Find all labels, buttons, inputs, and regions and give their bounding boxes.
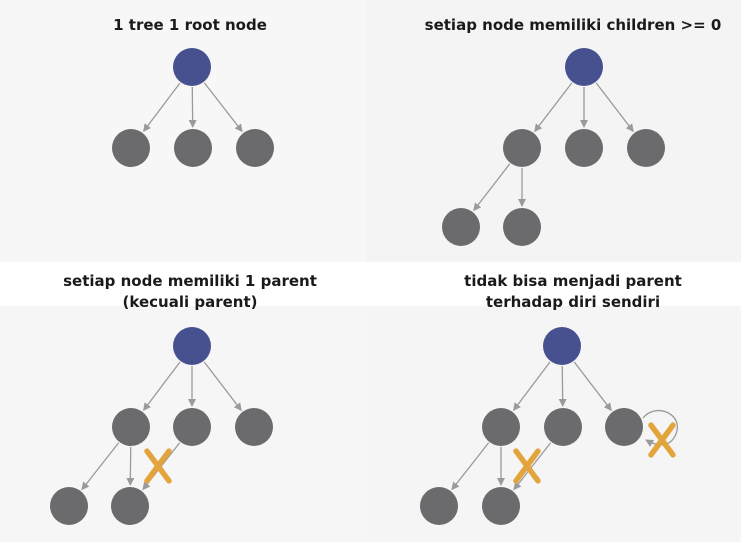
child-node [236, 129, 274, 167]
root-node [173, 48, 211, 86]
caption-no-self-parent: tidak bisa menjadi parent terhadap diri … [418, 271, 728, 313]
child-node [503, 129, 541, 167]
child-node [235, 408, 273, 446]
edge-root-to-child [595, 82, 634, 133]
forbidden-cross-stroke [648, 422, 676, 458]
edge-child-to-grandchild [81, 442, 120, 491]
caption-single-parent: setiap node memiliki 1 parent (kecuali p… [40, 271, 340, 313]
child-node [112, 129, 150, 167]
grandchild-node [420, 487, 458, 525]
caption-single-parent-line-1: setiap node memiliki 1 parent [63, 272, 317, 290]
forbidden-x-icon [144, 448, 172, 484]
child-node [482, 408, 520, 446]
root-node [565, 48, 603, 86]
panel-tree-root-bg [0, 0, 366, 262]
grandchild-node [482, 487, 520, 525]
edge-root-to-child [143, 82, 181, 133]
grandchild-node [442, 208, 480, 246]
edge-root-to-child [573, 361, 612, 412]
child-node [174, 129, 212, 167]
forbidden-x-icon [513, 448, 541, 484]
child-node [112, 408, 150, 446]
forbidden-x-icon [648, 422, 676, 458]
edge-child-to-grandchild [451, 442, 490, 491]
panel-children-count-bg [366, 0, 741, 262]
caption-no-self-parent-line-1: tidak bisa menjadi parent [464, 272, 682, 290]
caption-tree-root-line-1: 1 tree 1 root node [113, 16, 267, 34]
grandchild-node [50, 487, 88, 525]
edge-root-to-child [534, 82, 573, 133]
caption-no-self-parent-line-2: terhadap diri sendiri [485, 293, 661, 311]
child-node [605, 408, 643, 446]
edge-root-to-child [143, 361, 181, 412]
grandchild-node [111, 487, 149, 525]
edge-child-to-grandchild [473, 163, 511, 212]
child-node [627, 129, 665, 167]
child-node [565, 129, 603, 167]
caption-children-count-line-1: setiap node memiliki children >= 0 [424, 16, 722, 34]
caption-tree-root: 1 tree 1 root node [40, 15, 340, 36]
caption-single-parent-line-2: (kecuali parent) [122, 293, 258, 311]
edge-root-to-child [513, 361, 551, 412]
forbidden-cross-stroke [513, 448, 541, 484]
edge-invalid-second-parent [513, 442, 552, 491]
root-node [173, 327, 211, 365]
caption-children-count: setiap node memiliki children >= 0 [418, 15, 728, 36]
edge-root-to-child [203, 82, 243, 133]
child-node [173, 408, 211, 446]
grandchild-node [503, 208, 541, 246]
root-node [543, 327, 581, 365]
edge-root-to-child [203, 361, 242, 412]
child-node [544, 408, 582, 446]
forbidden-cross-stroke [144, 448, 172, 484]
